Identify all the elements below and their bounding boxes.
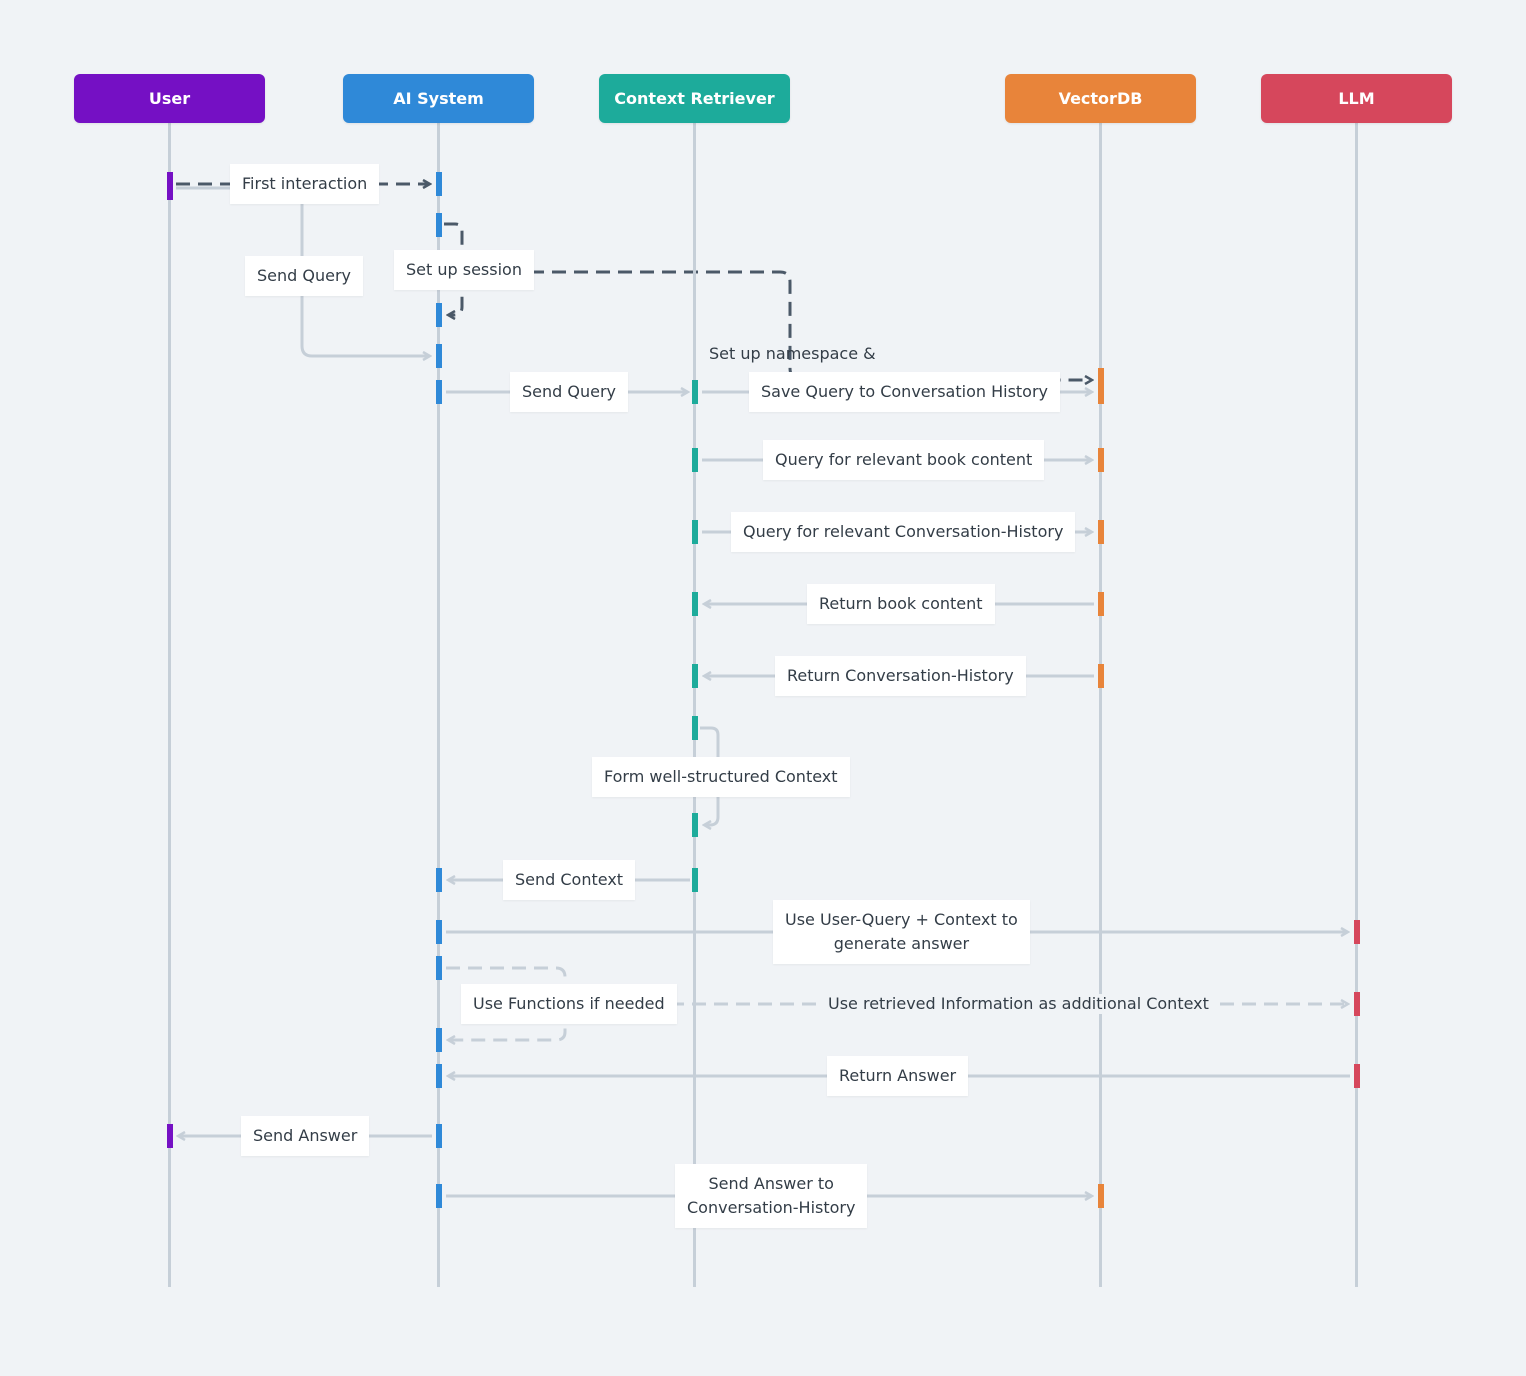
participant-user: User xyxy=(74,74,265,123)
label-use-retrieved: Use retrieved Information as additional … xyxy=(824,994,1213,1014)
activation-context-retriever xyxy=(692,520,698,544)
activation-ai-system xyxy=(436,1028,442,1052)
activation-context-retriever xyxy=(692,592,698,616)
activation-ai-system xyxy=(436,956,442,980)
activation-vectordb xyxy=(1098,1184,1104,1208)
label-set-up-session: Set up session xyxy=(394,250,534,290)
activation-llm xyxy=(1354,1064,1360,1088)
activation-ai-system xyxy=(436,1064,442,1088)
label-return-book: Return book content xyxy=(807,584,995,624)
activation-context-retriever xyxy=(692,868,698,892)
activation-context-retriever xyxy=(692,813,698,837)
label-use-functions: Use Functions if needed xyxy=(461,984,677,1024)
arrow-use-functions-loop xyxy=(446,966,567,1040)
label-return-history: Return Conversation-History xyxy=(775,656,1026,696)
activation-ai-system xyxy=(436,1184,442,1208)
participant-ai-system: AI System xyxy=(343,74,534,123)
label-first-interaction: First interaction xyxy=(230,164,380,204)
activation-ai-system xyxy=(436,172,442,196)
activation-context-retriever xyxy=(692,664,698,688)
arrow-send-query-user xyxy=(300,204,430,356)
activation-ai-system xyxy=(436,344,442,368)
label-use-query-line1: Use User-Query + Context to xyxy=(785,910,1018,929)
label-query-book: Query for relevant book content xyxy=(763,440,1045,480)
label-query-history: Query for relevant Conversation-History xyxy=(731,512,1076,552)
label-send-context: Send Context xyxy=(503,860,636,900)
lifeline-vectordb xyxy=(1099,123,1102,1287)
activation-vectordb xyxy=(1098,664,1104,688)
arrow-set-up-namespace xyxy=(530,270,1092,380)
label-use-query-line2: generate answer xyxy=(833,934,970,953)
label-send-answer: Send Answer xyxy=(241,1116,370,1156)
label-save-query: Save Query to Conversation History xyxy=(749,372,1061,412)
activation-ai-system xyxy=(436,303,442,327)
activation-ai-system xyxy=(436,380,442,404)
label-return-answer: Return Answer xyxy=(827,1056,969,1096)
activation-context-retriever xyxy=(692,448,698,472)
activation-user xyxy=(167,1124,173,1148)
activation-vectordb xyxy=(1098,592,1104,616)
label-send-answer-history: Send Answer to Conversation-History xyxy=(675,1164,868,1228)
participant-vectordb: VectorDB xyxy=(1005,74,1196,123)
activation-ai-system xyxy=(436,920,442,944)
label-send-answer-history-line2: Conversation-History xyxy=(687,1198,856,1217)
lifeline-ai-system xyxy=(437,123,440,1287)
label-send-query-ai: Send Query xyxy=(510,372,629,412)
label-send-query-user: Send Query xyxy=(245,256,364,296)
lifeline-user xyxy=(168,123,171,1287)
participant-llm: LLM xyxy=(1261,74,1452,123)
activation-user xyxy=(167,172,173,200)
activation-llm xyxy=(1354,992,1360,1016)
activation-context-retriever xyxy=(692,716,698,740)
activation-ai-system xyxy=(436,1124,442,1148)
label-send-answer-history-line1: Send Answer to xyxy=(708,1174,834,1193)
lifeline-context-retriever xyxy=(693,123,696,1287)
activation-vectordb xyxy=(1098,448,1104,472)
lifeline-llm xyxy=(1355,123,1358,1287)
label-form-context: Form well-structured Context xyxy=(592,757,850,797)
label-set-up-namespace: Set up namespace & xyxy=(709,344,876,363)
activation-vectordb xyxy=(1098,368,1104,404)
participant-context-retriever: Context Retriever xyxy=(599,74,790,123)
activation-context-retriever xyxy=(692,380,698,404)
activation-llm xyxy=(1354,920,1360,944)
label-use-query: Use User-Query + Context to generate ans… xyxy=(773,900,1030,964)
arrow-set-up-session-loop xyxy=(444,222,464,315)
activation-vectordb xyxy=(1098,520,1104,544)
activation-ai-system xyxy=(436,868,442,892)
activation-ai-system xyxy=(436,213,442,237)
